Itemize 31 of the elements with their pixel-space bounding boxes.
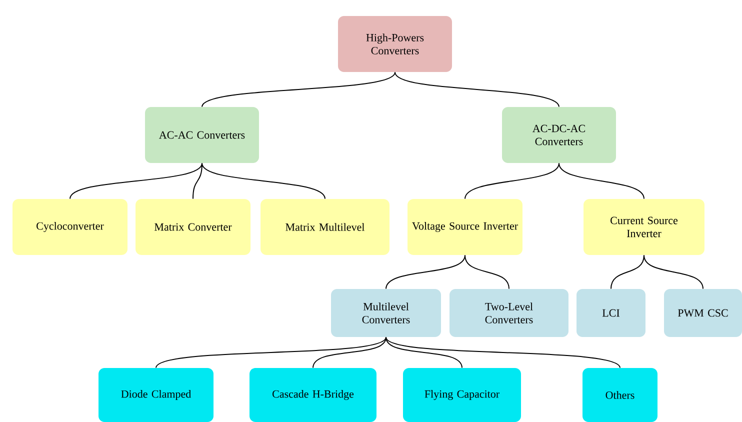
connector [70, 162, 202, 200]
converter-box: PWM CSC [664, 289, 742, 337]
connector [464, 162, 560, 200]
connector [202, 162, 326, 200]
connector [394, 72, 560, 108]
converter-box: Voltage Source Inverter [408, 199, 522, 255]
connector [610, 254, 644, 290]
connector [558, 162, 644, 200]
converter-box: Two-Level Converters [450, 289, 568, 337]
converter-box: Cascade H-Bridge [250, 368, 376, 422]
connector [386, 336, 462, 368]
connector [644, 254, 704, 290]
converter-box: High-Powers Converters [338, 16, 452, 72]
connector [312, 336, 386, 368]
converter-box: AC-AC Converters [145, 107, 259, 163]
converter-box: Current Source Inverter [584, 199, 704, 255]
converter-box: Cycloconverter [12, 199, 128, 255]
connector [386, 336, 620, 368]
connector [202, 72, 396, 108]
converter-box: Flying Capacitor [403, 368, 521, 422]
connector [464, 254, 510, 290]
converter-box: Multilevel Converters [331, 289, 441, 337]
converter-box: LCI [576, 289, 646, 337]
connector [386, 254, 466, 290]
connector [192, 162, 202, 200]
converter-box: Matrix Multilevel [260, 199, 390, 255]
converter-box: Matrix Converter [136, 199, 250, 255]
converter-box: Others [582, 368, 658, 422]
converter-box: Diode Clamped [98, 368, 214, 422]
converter-box: AC-DC-AC Converters [502, 107, 616, 163]
connector [156, 336, 386, 368]
